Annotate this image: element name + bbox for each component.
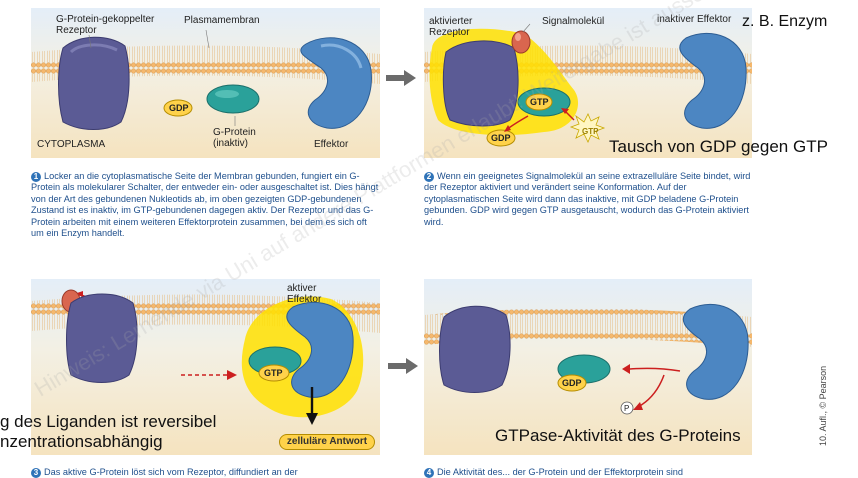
gprotein-label: G-Protein (inaktiv) <box>213 127 256 149</box>
caption-2-text: Wenn ein geeignetes Signalmolekül an sei… <box>424 171 751 227</box>
effector-label: Effektor <box>314 139 349 150</box>
membrane-label: Plasmamembran <box>184 15 260 26</box>
receptor-shape <box>58 36 130 130</box>
effector-shape <box>679 33 747 129</box>
signal-molecule-label: Signalmolekül <box>542 16 605 27</box>
step-number-1: 1 <box>31 172 41 182</box>
gdp-label: GDP <box>169 103 189 113</box>
gtp-shape <box>258 364 290 382</box>
effector-shape <box>682 304 749 400</box>
arrow-right-icon <box>388 358 418 374</box>
step-number-2: 2 <box>424 172 434 182</box>
arrow-right-icon <box>386 70 416 86</box>
panel-2: aktivierter Rezeptor Signalmolekül inakt… <box>424 8 752 158</box>
g-protein-shape <box>206 84 260 114</box>
step-number-3: 3 <box>31 468 41 478</box>
active-effector-label: aktiver Effektor <box>287 283 322 305</box>
gdp-shape <box>557 374 587 392</box>
effector-shape <box>300 37 372 129</box>
phosphate-label: P <box>624 404 630 413</box>
panel-3-graphic <box>31 279 380 455</box>
gdp-label: GDP <box>491 133 511 143</box>
gtp-shape <box>525 93 553 111</box>
gdp-label: GDP <box>562 378 582 388</box>
panel-1: G-Protein-gekoppelter Rezeptor Plasmamem… <box>31 8 380 158</box>
receptor-shape <box>439 305 511 393</box>
cellular-response-badge: zelluläre Antwort <box>279 434 375 450</box>
gtp-incoming-label: GTP <box>582 127 599 136</box>
gtp-incoming-shape <box>569 113 606 143</box>
panel-2-graphic <box>424 8 752 158</box>
receptor-shape <box>66 293 138 383</box>
gdp-shape <box>486 129 516 147</box>
receptor-shape <box>442 40 519 127</box>
panel-1-graphic <box>31 8 380 158</box>
panel-3: aktiver Effektor GTP zelluläre Antwort <box>31 279 380 455</box>
receptor-label: G-Protein-gekoppelter Rezeptor <box>56 14 155 36</box>
caption-4-text: Die Aktivität des... der G-Protein und d… <box>437 467 683 477</box>
activated-receptor-label: aktivierter Rezeptor <box>429 16 473 38</box>
effector-shape <box>286 302 354 398</box>
gtp-label: GTP <box>264 368 283 378</box>
caption-3-text: Das aktive G-Protein löst sich vom Rezep… <box>44 467 298 477</box>
side-credit: 10. Aufl., © Pearson <box>818 365 828 446</box>
inactive-effector-label: inaktiver Effektor <box>657 14 732 25</box>
caption-1-text: Locker an die cytoplasmatische Seite der… <box>31 171 379 239</box>
gdp-shape <box>163 99 193 117</box>
panel-4-graphic <box>424 279 752 455</box>
step-number-4: 4 <box>424 468 434 478</box>
enzyme-annotation: z. B. Enzym <box>742 13 828 30</box>
ligand-annotation-line1: g des Liganden ist reversibel <box>0 412 217 431</box>
cytoplasm-label: CYTOPLASMA <box>37 139 106 150</box>
panel-4: GDP P <box>424 279 752 455</box>
gtpase-annotation: GTPase-Aktivität des G-Proteins <box>495 426 741 445</box>
ligand-annotation-line2: nzentrationsabhängig <box>0 432 163 451</box>
phosphate-icon <box>620 401 634 415</box>
gtp-label: GTP <box>530 97 549 107</box>
exchange-annotation: Tausch von GDP gegen GTP <box>609 137 828 156</box>
signal-molecule-shape <box>511 30 531 54</box>
